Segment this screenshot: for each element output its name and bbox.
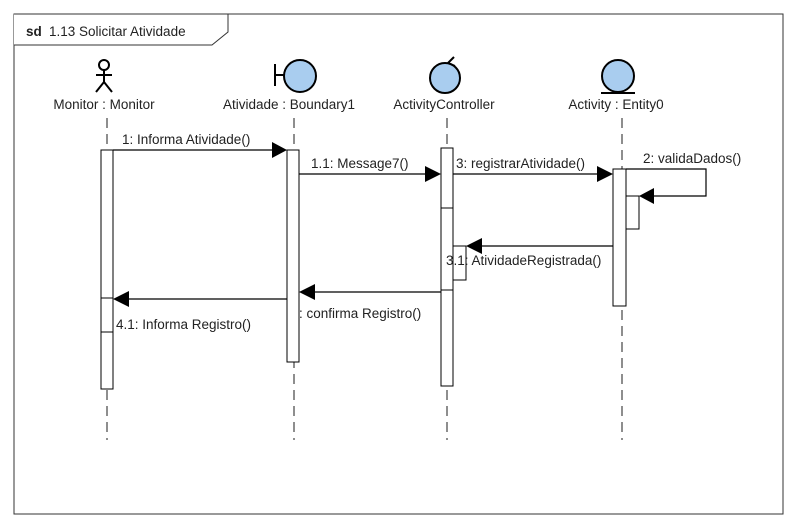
nested-activation-entity	[625, 195, 640, 230]
lifeline-boundary[interactable]: Atividade : Boundary1	[223, 59, 355, 440]
arrowhead-filled	[639, 188, 654, 204]
message-label: 4.1: Informa Registro()	[116, 317, 251, 332]
lifeline-label-boundary: Atividade : Boundary1	[223, 97, 355, 112]
entity-icon	[601, 59, 635, 94]
message-1[interactable]: 1: Informa Atividade()	[113, 132, 287, 158]
arrowhead-filled	[299, 284, 315, 300]
frame-title: 1.13 Solicitar Atividade	[49, 24, 186, 39]
message-4-self[interactable]: 2: validaDados()	[626, 151, 741, 204]
arrowhead-filled	[425, 166, 441, 182]
message-label: 3.1: AtividadeRegistrada()	[446, 253, 601, 268]
arrowhead-filled	[466, 238, 482, 254]
frame-keyword: sd	[26, 24, 42, 39]
message-label: : confirma Registro()	[299, 306, 421, 321]
message-label: 2: validaDados()	[643, 151, 741, 166]
activation-bar-entity	[612, 168, 627, 307]
message-3[interactable]: 3: registrarAtividade()	[453, 156, 613, 182]
activation-bar-monitor	[100, 149, 114, 390]
message-5[interactable]: 3.1: AtividadeRegistrada()	[446, 238, 613, 268]
message-2[interactable]: 1.1: Message7()	[299, 156, 441, 182]
diagram-frame	[13, 13, 784, 515]
nested-activation-controller	[452, 245, 467, 281]
message-label: 1: Informa Atividade()	[122, 132, 250, 147]
actor-icon	[95, 59, 113, 93]
lifeline-label-monitor: Monitor : Monitor	[53, 97, 155, 112]
message-7[interactable]: 4.1: Informa Registro()	[113, 291, 287, 332]
lifeline-label-controller: ActivityController	[393, 97, 495, 112]
lifeline-monitor[interactable]: Monitor : Monitor	[53, 59, 155, 440]
lifeline-entity[interactable]: Activity : Entity0	[568, 59, 664, 440]
boundary-icon	[274, 59, 317, 93]
arrowhead-filled	[272, 142, 287, 158]
message-label: 1.1: Message7()	[311, 156, 409, 171]
lifeline-label-entity: Activity : Entity0	[568, 97, 663, 112]
activation-bar-boundary	[286, 149, 300, 363]
arrowhead-filled	[113, 291, 129, 307]
message-6[interactable]: : confirma Registro()	[299, 284, 441, 321]
lifeline-controller[interactable]: ActivityController	[393, 56, 495, 440]
frame-tab	[14, 13, 229, 46]
message-label: 3: registrarAtividade()	[456, 156, 585, 171]
control-icon	[429, 56, 461, 94]
arrowhead-filled	[597, 166, 613, 182]
